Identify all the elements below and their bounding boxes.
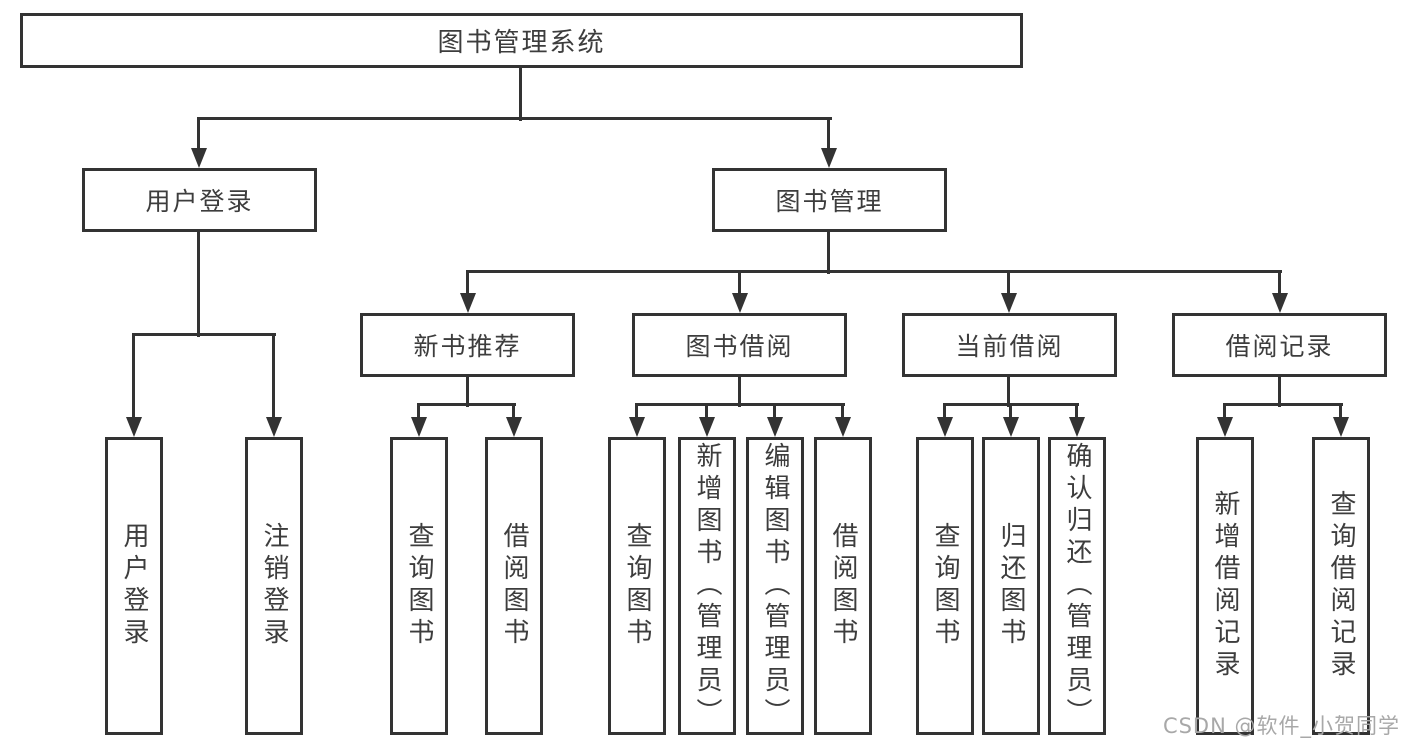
- node-label: 借阅记录: [1225, 332, 1334, 361]
- node-book-management-system: 图书管理系统: [20, 13, 1023, 68]
- leaf-logout: 注销登录: [245, 437, 303, 735]
- leaf-br-add-borrow-record: 新增借阅记录: [1196, 437, 1254, 735]
- node-label: 注销登录: [259, 522, 289, 650]
- arrow-down-icon: [126, 417, 142, 437]
- node-new-book-recommend: 新书推荐: [360, 313, 575, 377]
- arrow-down-icon: [1272, 293, 1288, 313]
- node-label: 编辑图书（管理员）: [760, 442, 790, 730]
- connector-line: [1278, 377, 1281, 407]
- arrow-down-icon: [1003, 417, 1019, 437]
- arrow-down-icon: [1217, 417, 1233, 437]
- node-label: 查询图书: [404, 522, 434, 650]
- connector-line: [466, 377, 469, 407]
- connector-line: [738, 377, 741, 407]
- node-label: 查询图书: [622, 522, 652, 650]
- connector-line: [827, 118, 830, 152]
- connector-line: [1223, 403, 1343, 406]
- node-label: 图书管理: [775, 187, 884, 216]
- connector-line: [197, 117, 832, 120]
- arrow-down-icon: [460, 293, 476, 313]
- csdn-watermark: CSDN @软件_小贺同学: [1162, 714, 1400, 738]
- arrow-down-icon: [1001, 293, 1017, 313]
- node-label: 新增借阅记录: [1210, 490, 1240, 682]
- connector-line: [132, 334, 135, 421]
- connector-line: [512, 404, 515, 421]
- connector-line: [943, 404, 946, 421]
- arrow-down-icon: [1333, 417, 1349, 437]
- leaf-nb-query-books: 查询图书: [390, 437, 448, 735]
- leaf-bb-edit-books-admin: 编辑图书（管理员）: [746, 437, 804, 735]
- connector-line: [738, 271, 741, 297]
- leaf-bb-query-books: 查询图书: [608, 437, 666, 735]
- leaf-user-login: 用户登录: [105, 437, 163, 735]
- leaf-cb-confirm-return-admin: 确认归还（管理员）: [1048, 437, 1106, 735]
- arrow-down-icon: [767, 417, 783, 437]
- connector-line: [417, 403, 516, 406]
- connector-line: [827, 232, 830, 274]
- arrow-down-icon: [937, 417, 953, 437]
- node-book-borrow: 图书借阅: [632, 313, 847, 377]
- node-label: 图书管理系统: [437, 28, 606, 58]
- node-label: 当前借阅: [955, 332, 1064, 361]
- connector-line: [1278, 271, 1281, 297]
- node-user-login: 用户登录: [82, 168, 317, 232]
- leaf-nb-borrow-books: 借阅图书: [485, 437, 543, 735]
- arrow-down-icon: [506, 417, 522, 437]
- node-label: 借阅图书: [828, 522, 858, 650]
- arrow-down-icon: [835, 417, 851, 437]
- connector-line: [197, 232, 200, 337]
- leaf-cb-return-books: 归还图书: [982, 437, 1040, 735]
- node-label: 新增图书（管理员）: [692, 442, 722, 730]
- connector-line: [1223, 404, 1226, 421]
- connector-line: [1339, 404, 1342, 421]
- node-label: 用户登录: [145, 187, 254, 216]
- node-label: 新书推荐: [413, 332, 522, 361]
- arrow-down-icon: [629, 417, 645, 437]
- arrow-down-icon: [732, 293, 748, 313]
- node-label: 查询借阅记录: [1326, 490, 1356, 682]
- connector-line: [635, 403, 845, 406]
- connector-line: [1007, 377, 1010, 407]
- connector-line: [841, 404, 844, 421]
- connector-line: [519, 68, 522, 121]
- node-current-borrow: 当前借阅: [902, 313, 1117, 377]
- node-label: 归还图书: [996, 522, 1026, 650]
- connector-line: [132, 333, 276, 336]
- connector-line: [1009, 404, 1012, 421]
- connector-line: [197, 118, 200, 152]
- node-label: 用户登录: [119, 522, 149, 650]
- leaf-bb-add-books-admin: 新增图书（管理员）: [678, 437, 736, 735]
- leaf-br-query-borrow-record: 查询借阅记录: [1312, 437, 1370, 735]
- arrow-down-icon: [1069, 417, 1085, 437]
- node-label: 确认归还（管理员）: [1062, 442, 1092, 730]
- node-book-management: 图书管理: [712, 168, 947, 232]
- connector-line: [1007, 271, 1010, 297]
- connector-line: [417, 404, 420, 421]
- connector-line: [773, 404, 776, 421]
- leaf-bb-borrow-books: 借阅图书: [814, 437, 872, 735]
- node-label: 图书借阅: [685, 332, 794, 361]
- node-label: 查询图书: [930, 522, 960, 650]
- node-label: 借阅图书: [499, 522, 529, 650]
- connector-line: [466, 270, 1282, 273]
- connector-line: [705, 404, 708, 421]
- node-borrow-records: 借阅记录: [1172, 313, 1387, 377]
- leaf-cb-query-books: 查询图书: [916, 437, 974, 735]
- arrow-down-icon: [191, 148, 207, 168]
- connector-line: [635, 404, 638, 421]
- arrow-down-icon: [699, 417, 715, 437]
- connector-line: [272, 334, 275, 421]
- connector-line: [466, 271, 469, 297]
- arrow-down-icon: [266, 417, 282, 437]
- connector-line: [1075, 404, 1078, 421]
- arrow-down-icon: [411, 417, 427, 437]
- arrow-down-icon: [821, 148, 837, 168]
